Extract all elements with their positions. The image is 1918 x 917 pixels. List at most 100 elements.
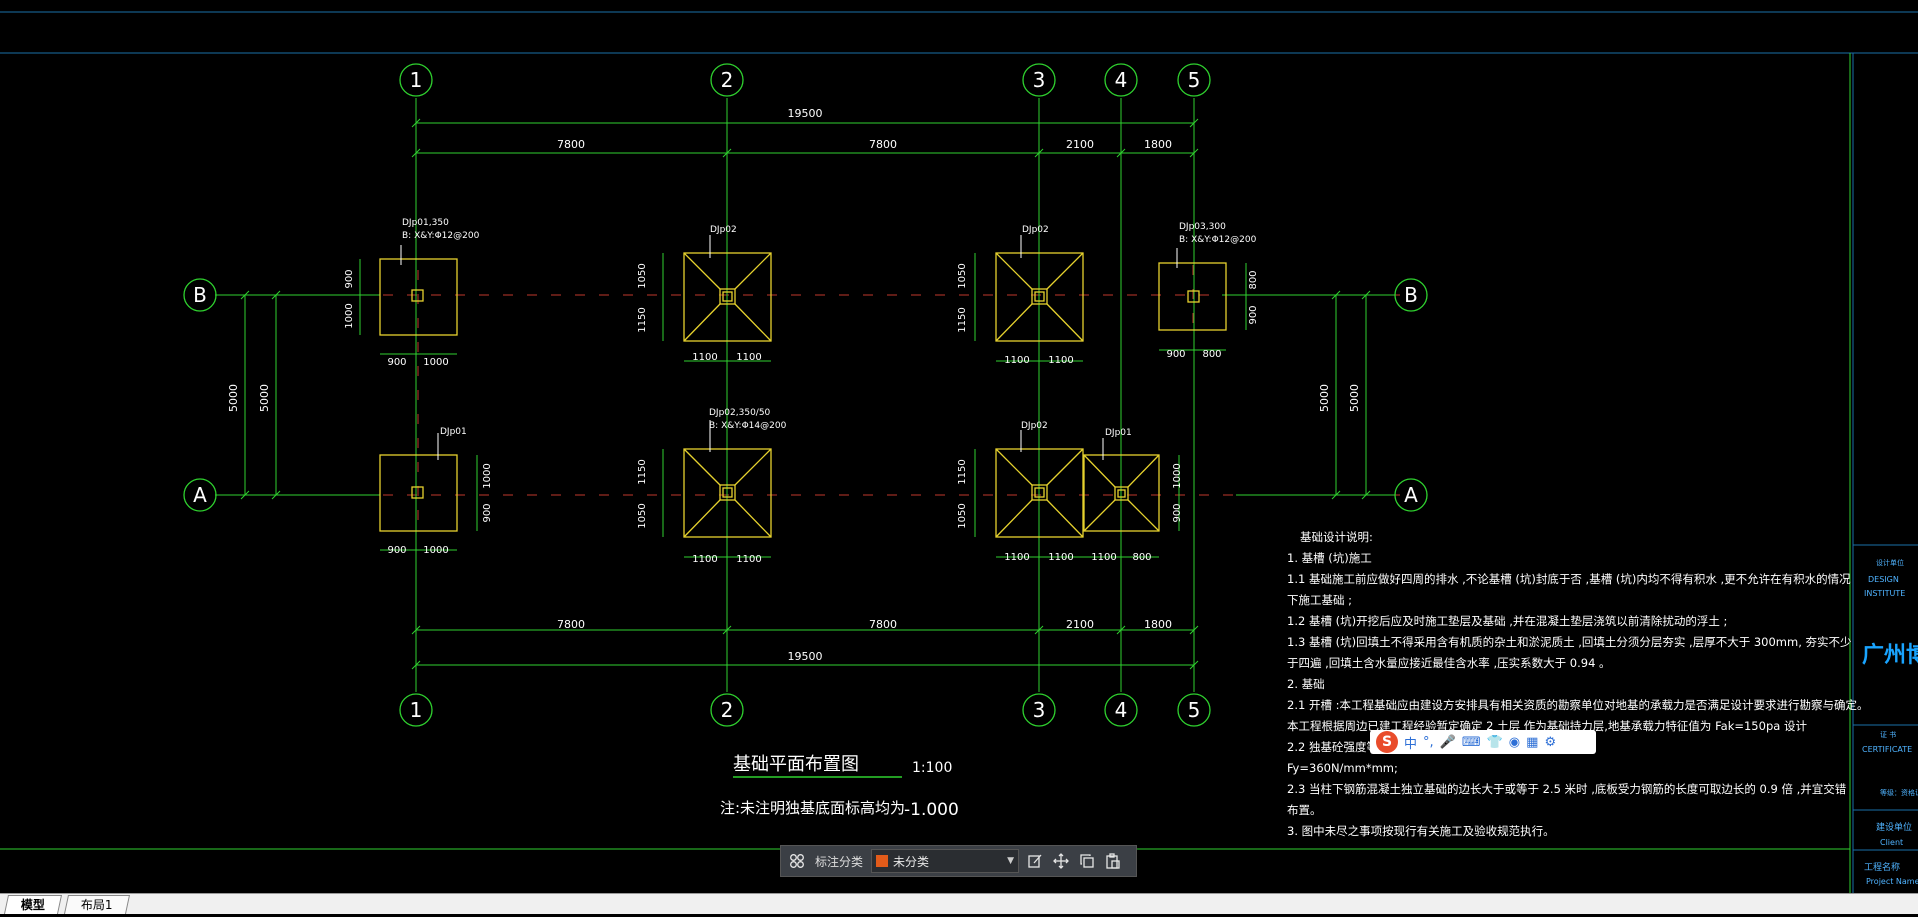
dim-a4-bottom: 900	[1172, 503, 1183, 522]
punctuation-icon[interactable]: °,	[1423, 734, 1434, 750]
notes-line-11: Fy=360N/mm*mm;	[1287, 761, 1398, 775]
footing-tag-a2: DJp02,350/50	[709, 408, 771, 418]
dim-span-4-top: 1800	[1144, 138, 1172, 151]
tb-design-cn: 设计单位	[1876, 558, 1904, 567]
microphone-icon[interactable]: 🎤	[1439, 734, 1456, 750]
footing-rebar-b1: B: X&Y:Φ12@200	[402, 231, 480, 241]
annotation-category-label: 标注分类	[815, 854, 864, 869]
dim-b1-top: 900	[344, 269, 355, 288]
drawing-title: 基础平面布置图	[733, 754, 859, 775]
tab-layout1[interactable]: 布局1	[63, 895, 130, 914]
grid-label-a-left: A	[193, 483, 207, 507]
skin-icon[interactable]: 👕	[1486, 734, 1503, 750]
tb-project-cn: 工程名称	[1864, 861, 1900, 873]
dim-span-3-bottom: 2100	[1066, 618, 1094, 631]
title-block: 设计单位 DESIGN INSTITUTE 广州博 证 书 CERTIFICAT…	[1853, 544, 1918, 886]
drawing-scale: 1:100	[912, 760, 952, 776]
category-value: 未分类	[893, 854, 930, 869]
footing-tag-a4: DJp01	[1105, 428, 1132, 438]
note-value: -1.000	[904, 800, 959, 820]
dim-a1-left: 900	[387, 545, 406, 556]
dim-a1-right: 1000	[423, 545, 448, 556]
copy-icon[interactable]	[1077, 851, 1097, 871]
leader-lines	[400, 235, 1178, 460]
dim-a3-left: 1100	[1004, 552, 1029, 563]
notes-line-8: 2.1 开槽 :本工程基础应由建设方安排具有相关资质的勘察单位对地基的承载力是否…	[1287, 698, 1868, 712]
dim-a3-right: 1100	[1048, 552, 1073, 563]
dim-total-top: 19500	[788, 107, 823, 120]
dim-ticks	[240, 118, 1371, 670]
grid-label-4-top: 4	[1115, 68, 1128, 92]
axis-center-lines	[215, 260, 1400, 535]
footing-tag-b3: DJp02	[1022, 225, 1049, 235]
grid-labels: 1 2 3 4 5 1 2 3 4 5 B A B A	[193, 68, 1418, 722]
dim-b1-left: 900	[387, 357, 406, 368]
grid-label-a-right: A	[1404, 483, 1418, 507]
footing-tag-b2: DJp02	[710, 225, 737, 235]
dim-span-1-bottom: 7800	[557, 618, 585, 631]
dim-row-left-1: 5000	[227, 384, 240, 412]
dim-row-left-2: 5000	[258, 384, 271, 412]
grid-layout-icon[interactable]	[787, 851, 807, 871]
paste-icon[interactable]	[1103, 851, 1123, 871]
dim-a3-top: 1150	[957, 459, 968, 484]
footing-tag-b1: DJp01,350	[402, 218, 449, 228]
move-icon[interactable]	[1051, 851, 1071, 871]
notes-line-12: 2.3 当柱下钢筋混凝土独立基础的边长大于或等于 2.5 米时 ,底板受力钢筋的…	[1287, 782, 1847, 796]
notes-line-6: 于四遍 ,回填土含水量应接近最佳含水率 ,压实系数大于 0.94 。	[1287, 656, 1611, 670]
dim-a3-bottom: 1050	[957, 503, 968, 528]
footings	[379, 252, 1227, 538]
dim-b5-right: 800	[1202, 349, 1221, 360]
tab-model[interactable]: 模型	[3, 895, 63, 914]
grid-label-3-bottom: 3	[1033, 698, 1046, 722]
category-color-swatch	[876, 855, 889, 867]
dim-b1-bottom: 1000	[344, 303, 355, 328]
notes-line-3: 下施工基础 ;	[1287, 593, 1352, 607]
footing-tag-a1: DJp01	[440, 427, 467, 437]
grid-label-b-left: B	[193, 283, 207, 307]
dim-a2-left: 1100	[692, 554, 717, 565]
dim-a1-top: 1000	[482, 463, 493, 488]
dim-span-1-top: 7800	[557, 138, 585, 151]
tb-client-en: Client	[1880, 838, 1903, 847]
dim-b5-left: 900	[1166, 349, 1185, 360]
notes-line-5: 1.3 基槽 (坑)回填土不得采用含有机质的杂土和淤泥质土 ,回填土分须分层夯实…	[1287, 635, 1852, 649]
dim-a2-bottom: 1050	[637, 503, 648, 528]
dim-row-right-1: 5000	[1318, 384, 1331, 412]
notes-line-7: 2. 基础	[1287, 677, 1325, 691]
grid-label-5-top: 5	[1188, 68, 1201, 92]
settings-gear-icon[interactable]: ⚙	[1544, 734, 1557, 750]
annotation-category-select[interactable]: 未分类 ▼	[871, 849, 1020, 873]
dim-span-2-top: 7800	[869, 138, 897, 151]
dim-total-bottom: 19500	[788, 650, 823, 663]
grid-label-2-top: 2	[721, 68, 734, 92]
notes-line-13: 布置。	[1287, 803, 1322, 817]
annotation-toolbar: 标注分类 未分类 ▼	[780, 845, 1137, 877]
dim-a2-top: 1150	[637, 459, 648, 484]
ime-toolbar[interactable]: S 中 °, 🎤 ⌨ 👕 ◉ ▦ ⚙	[1370, 730, 1596, 754]
keyboard-icon[interactable]: ⌨	[1461, 734, 1481, 750]
dim-a4-left: 1100	[1091, 552, 1116, 563]
dim-b2-right: 1100	[736, 352, 761, 363]
dim-b3-top: 1050	[957, 263, 968, 288]
sogou-logo-icon[interactable]: S	[1376, 731, 1398, 753]
dim-a4-right: 800	[1132, 552, 1151, 563]
dimension-texts: 19500 7800 7800 2100 1800 7800 7800 2100…	[227, 107, 1361, 663]
robot-icon[interactable]: ◉	[1508, 734, 1521, 750]
footing-dims	[359, 253, 1247, 558]
tb-company: 广州博	[1862, 642, 1918, 668]
notes-line-2: 1.1 基础施工前应做好四周的排水 ,不论基槽 (坑)封底于否 ,基槽 (坑)内…	[1287, 572, 1851, 586]
ime-mode-toggle[interactable]: 中	[1404, 736, 1418, 752]
dim-span-4-bottom: 1800	[1144, 618, 1172, 631]
grid-label-5-bottom: 5	[1188, 698, 1201, 722]
dim-b2-left: 1100	[692, 352, 717, 363]
footing-rebar-a2: B: X&Y:Φ14@200	[709, 421, 787, 431]
chevron-down-icon: ▼	[1007, 856, 1015, 866]
apps-grid-icon[interactable]: ▦	[1526, 734, 1539, 750]
edit-icon[interactable]	[1025, 851, 1045, 871]
grid-lines	[215, 98, 1395, 692]
tb-project-en: Project Name	[1866, 877, 1918, 886]
notes-line-4: 1.2 基槽 (坑)开挖后应及时施工垫层及基础 ,并在混凝土垫层浇筑以前清除扰动…	[1287, 614, 1727, 628]
